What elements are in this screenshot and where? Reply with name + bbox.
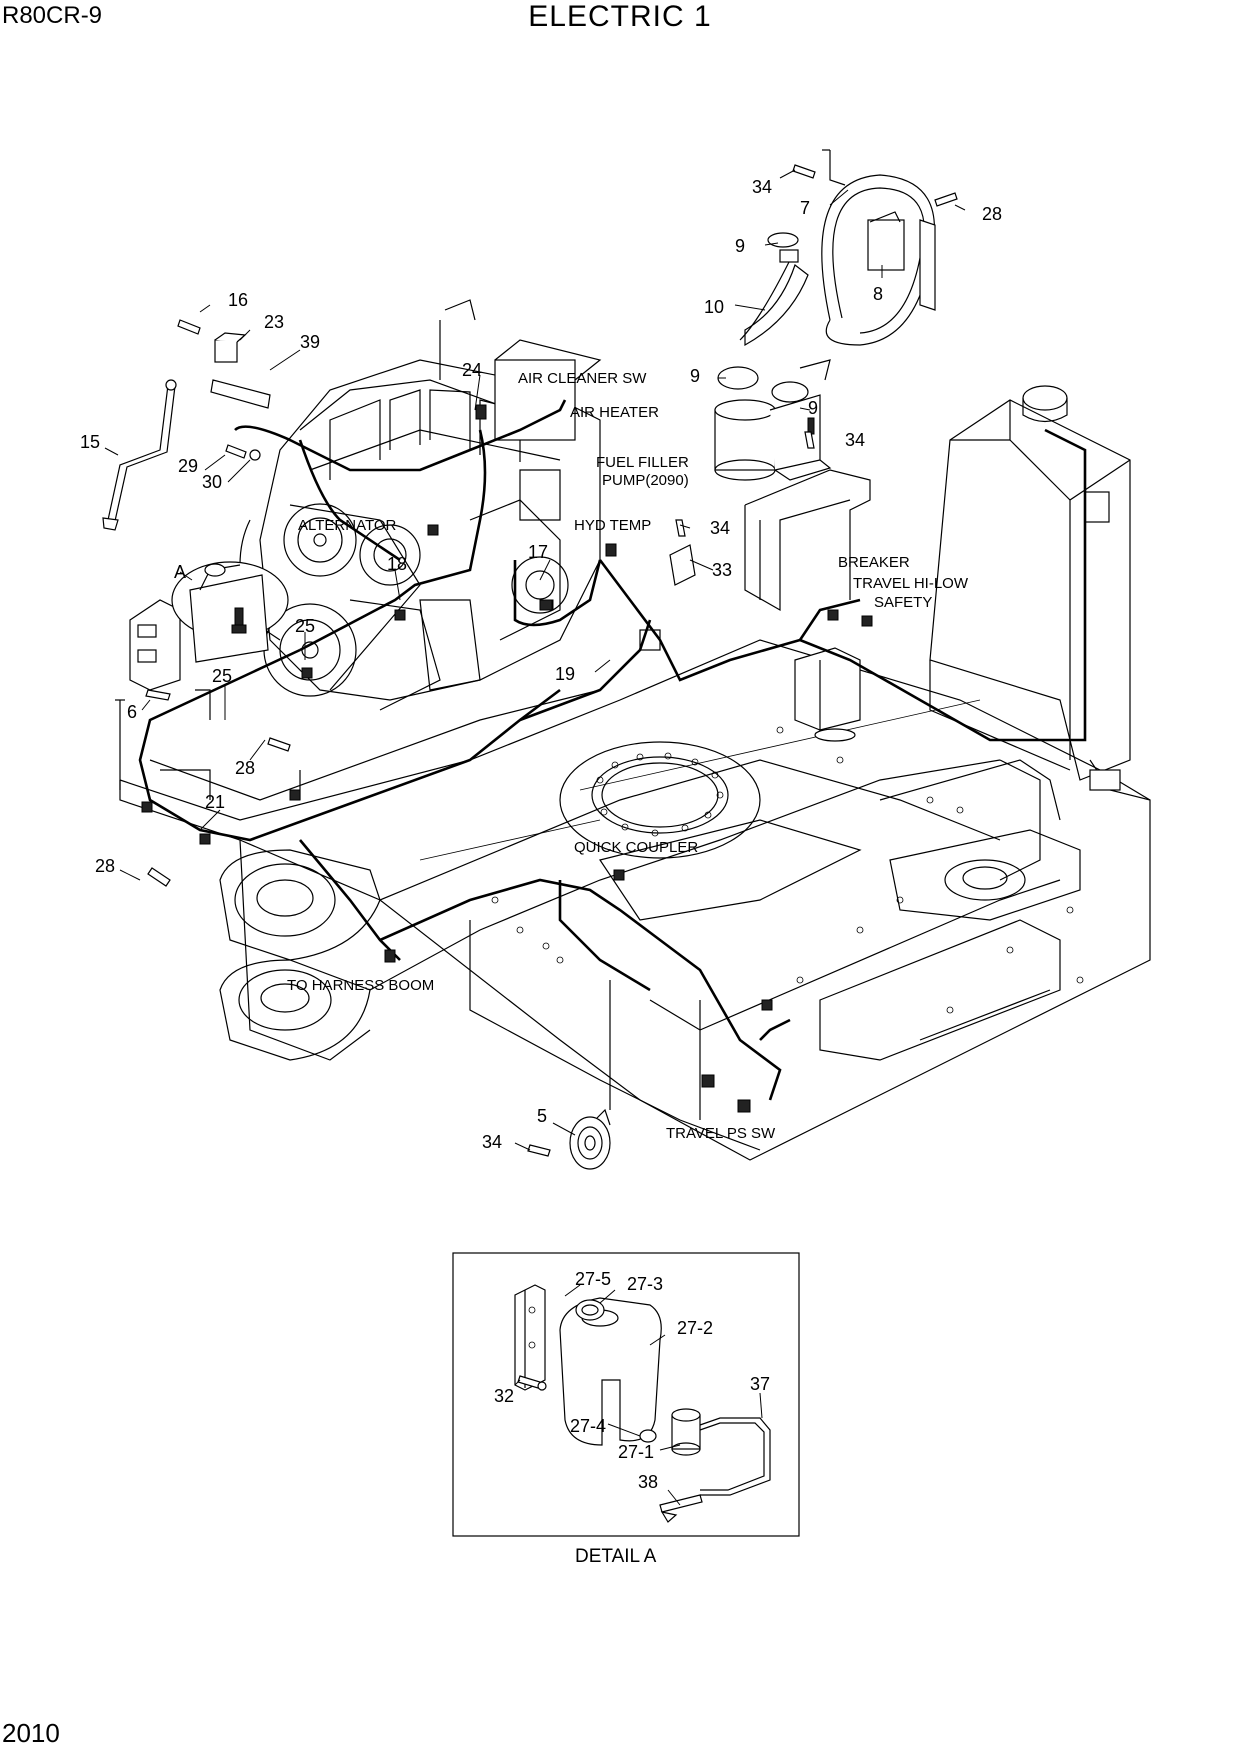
- note-travel-hi-low: TRAVEL HI-LOW: [853, 575, 969, 592]
- detail-callout-27-5: 27-5: [575, 1269, 611, 1289]
- washer-tank-a: [171, 561, 289, 663]
- callout-9: 9: [735, 236, 745, 256]
- engine: [239, 299, 602, 711]
- fuel-pump: [714, 359, 832, 481]
- callout-28: 28: [235, 758, 255, 778]
- model-number: R80CR-9: [2, 2, 103, 29]
- callout-28: 28: [95, 856, 115, 876]
- callout-9: 9: [690, 366, 700, 386]
- detail-callout-37: 37: [750, 1374, 770, 1394]
- callout-34: 34: [752, 177, 772, 197]
- callout-24: 24: [462, 360, 482, 380]
- callout-30: 30: [202, 472, 222, 492]
- note-air-heater: AIR HEATER: [570, 404, 659, 421]
- detail-callout-27-4: 27-4: [570, 1416, 606, 1436]
- callout-17: 17: [528, 542, 548, 562]
- wiring-harness: [138, 399, 1087, 1101]
- washer-hose-loop: [821, 149, 936, 346]
- note-breaker: BREAKER: [838, 554, 910, 571]
- page-number: 2010: [2, 1718, 60, 1748]
- note-air-cleaner-sw: AIR CLEANER SW: [518, 370, 647, 387]
- callout-34: 34: [710, 518, 730, 538]
- detail-callout-27-3: 27-3: [627, 1274, 663, 1294]
- callout-10: 10: [704, 297, 724, 317]
- callout-28: 28: [982, 204, 1002, 224]
- callout-5: 5: [537, 1106, 547, 1126]
- detail-a-caption: DETAIL A: [575, 1546, 657, 1567]
- connectors: [141, 404, 873, 1113]
- horn: [569, 1108, 611, 1170]
- detail-callout-38: 38: [638, 1472, 658, 1492]
- callout-29: 29: [178, 456, 198, 476]
- callout-34: 34: [845, 430, 865, 450]
- leader-lines: [104, 169, 966, 1151]
- detail-a-frame: [452, 1252, 800, 1537]
- detail-callout-27-1: 27-1: [618, 1442, 654, 1462]
- callout-23: 23: [264, 312, 284, 332]
- callout-16: 16: [228, 290, 248, 310]
- callout-7: 7: [800, 198, 810, 218]
- callout-21: 21: [205, 792, 225, 812]
- note-travel-ps-sw: TRAVEL PS SW: [666, 1125, 776, 1142]
- callout-34: 34: [482, 1132, 502, 1152]
- callout-25: 25: [212, 666, 232, 686]
- battery-cable: [102, 379, 177, 531]
- breaker-bracket: [744, 469, 871, 742]
- detail-callout-27-2: 27-2: [677, 1318, 713, 1338]
- note-alternator: ALTERNATOR: [298, 517, 397, 534]
- note-safety: SAFETY: [874, 594, 932, 611]
- callout-15: 15: [80, 432, 100, 452]
- detail-a: 27-5 27-3 27-2 37 32 27-4 27-1 38: [452, 1252, 800, 1537]
- boom-foot-boss: [219, 849, 381, 1061]
- notes: AIR CLEANER SW AIR HEATER FUEL FILLER PU…: [287, 370, 969, 1142]
- callout-39: 39: [300, 332, 320, 352]
- detail-callout-32: 32: [494, 1386, 514, 1406]
- hose-10: [739, 232, 809, 347]
- bearing-holes: [596, 752, 724, 837]
- callout-19: 19: [555, 664, 575, 684]
- note-quick-coupler: QUICK COUPLER: [574, 839, 698, 856]
- callout-6: 6: [127, 702, 137, 722]
- note-to-harness-boom: TO HARNESS BOOM: [287, 977, 434, 994]
- upper-frame: [119, 639, 1151, 1161]
- page-title: ELECTRIC 1: [528, 0, 712, 33]
- note-fuel-filler: FUEL FILLER: [596, 454, 689, 471]
- callout-9: 9: [808, 398, 818, 418]
- callout-a: A: [174, 562, 186, 582]
- note-pump-2090: PUMP(2090): [602, 472, 689, 489]
- hydraulic-tank: [929, 385, 1131, 791]
- left-bracket-parts: [115, 599, 301, 800]
- callout-33: 33: [712, 560, 732, 580]
- callout-25: 25: [295, 616, 315, 636]
- callout-8: 8: [873, 284, 883, 304]
- callouts: 34 7 28 9 8 10 16 23 39 24 9 9 34 15 29 …: [80, 177, 1002, 1152]
- note-hyd-temp: HYD TEMP: [574, 517, 651, 534]
- callout-18: 18: [387, 554, 407, 574]
